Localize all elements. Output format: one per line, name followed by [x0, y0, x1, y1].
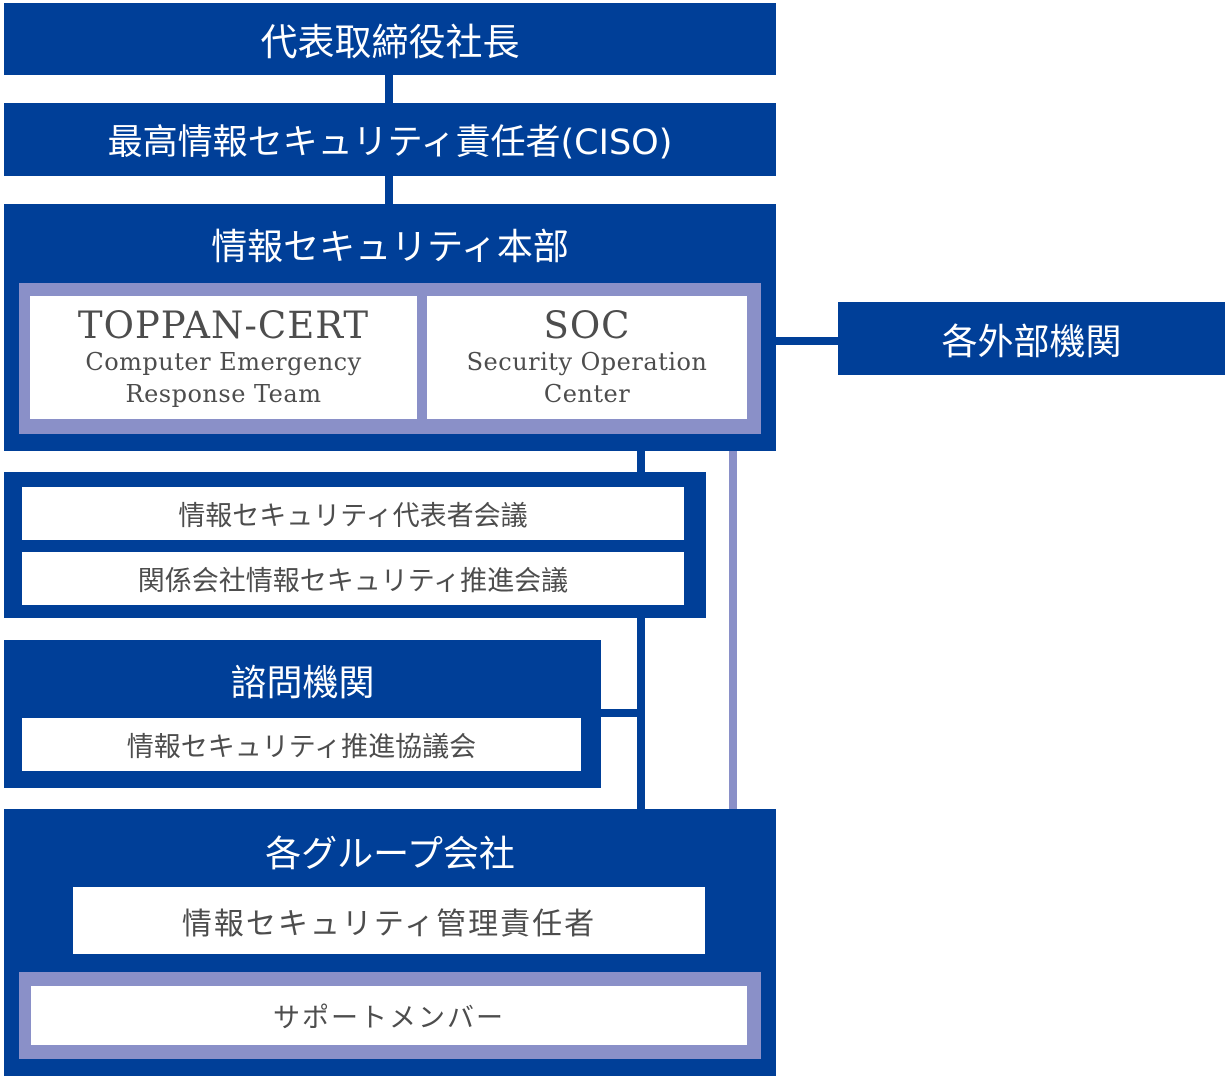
group-title-label: 各グループ会社 — [265, 834, 515, 875]
team-desc-line1: Security Operation — [466, 347, 708, 376]
connector-hq-meetings — [637, 450, 645, 474]
security-manager-label: 情報セキュリティ管理責任者 — [181, 906, 597, 942]
group-title: 各グループ会社 — [4, 822, 776, 880]
hq-title-label: 情報セキュリティ本部 — [211, 227, 569, 268]
external-box: 各外部機関 — [838, 302, 1225, 375]
connector-ciso-hq — [385, 175, 393, 205]
advisory-council: 情報セキュリティ推進協議会 — [22, 718, 581, 771]
security-manager-box: 情報セキュリティ管理責任者 — [73, 887, 705, 954]
advisory-title: 諮問機関 — [4, 652, 601, 708]
ciso-box: 最高情報セキュリティ責任者(CISO) — [4, 103, 776, 176]
team-desc-line1: Computer Emergency — [85, 347, 362, 376]
advisory-title-label: 諮問機関 — [230, 663, 375, 704]
team-code: TOPPAN-CERT — [77, 303, 370, 347]
team-desc-line2: Response Team — [125, 379, 322, 408]
connector-advisory — [600, 709, 644, 717]
team-code: SOC — [543, 303, 631, 347]
support-members-box: サポートメンバー — [31, 986, 747, 1045]
meeting-label: 情報セキュリティ代表者会議 — [178, 501, 528, 532]
team-toppan-cert: TOPPAN-CERT Computer Emergency Response … — [30, 296, 417, 419]
team-soc: SOC Security Operation Center — [427, 296, 747, 419]
meeting-label: 関係会社情報セキュリティ推進会議 — [137, 566, 569, 597]
ceo-box: 代表取締役社長 — [4, 3, 776, 75]
ciso-label: 最高情報セキュリティ責任者(CISO) — [107, 123, 673, 163]
ceo-label: 代表取締役社長 — [260, 21, 520, 64]
connector-hq-external — [775, 337, 839, 345]
support-members-label: サポートメンバー — [273, 1003, 505, 1034]
connector-ceo-ciso — [385, 74, 393, 104]
meeting-affiliates: 関係会社情報セキュリティ推進会議 — [22, 552, 684, 605]
hq-title: 情報セキュリティ本部 — [4, 216, 776, 272]
external-label: 各外部機関 — [941, 321, 1122, 363]
advisory-council-label: 情報セキュリティ推進協議会 — [126, 732, 477, 763]
team-desc-line2: Center — [543, 379, 631, 408]
connector-soc-support — [729, 420, 737, 976]
meeting-representatives: 情報セキュリティ代表者会議 — [22, 487, 684, 540]
